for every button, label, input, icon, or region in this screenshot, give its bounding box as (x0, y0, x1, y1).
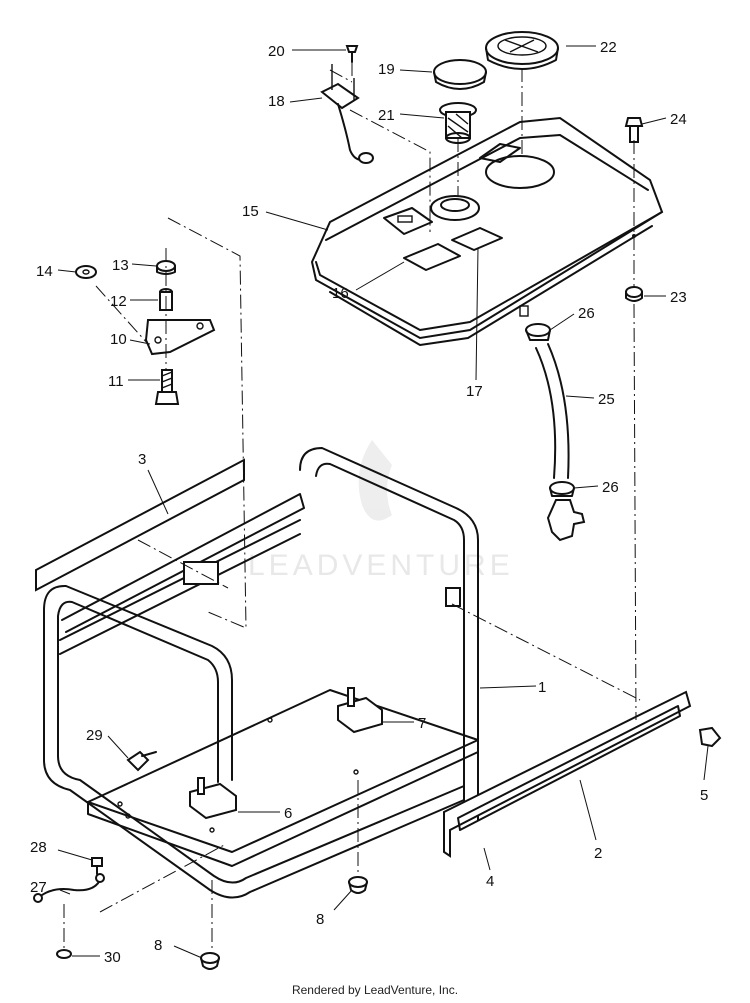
fuel-hose[interactable] (535, 343, 570, 479)
hose-clamp-lower[interactable] (549, 481, 575, 497)
callout-24: 24 (670, 111, 687, 128)
watermark: LEADVENTURE (248, 440, 514, 582)
callout-27: 27 (30, 879, 47, 896)
callout-22: 22 (600, 39, 617, 56)
callout-21: 21 (378, 107, 395, 124)
fuel-gauge[interactable] (485, 31, 559, 70)
callout-8a: 8 (316, 911, 324, 928)
callout-16: 16 (332, 285, 349, 302)
ground-wire-27[interactable] (33, 873, 105, 903)
fuel-tank[interactable] (310, 116, 664, 346)
fuel-cock[interactable] (546, 499, 586, 542)
callout-17: 17 (466, 383, 483, 400)
callout-2: 2 (594, 845, 602, 862)
washer-14[interactable] (75, 265, 97, 279)
callout-18: 18 (268, 93, 285, 110)
callout-30: 30 (104, 949, 121, 966)
callout-8b: 8 (154, 937, 162, 954)
frame[interactable] (43, 447, 479, 899)
callout-25: 25 (598, 391, 615, 408)
callout-13: 13 (112, 257, 129, 274)
screw-20[interactable] (345, 45, 359, 63)
callout-1: 1 (538, 679, 546, 696)
callout-12: 12 (110, 293, 127, 310)
footer-credit: Rendered by LeadVenture, Inc. (291, 983, 459, 997)
callout-15: 15 (242, 203, 259, 220)
insulator-3[interactable] (35, 458, 245, 592)
callout-29: 29 (86, 727, 103, 744)
rubber-foot-8a[interactable] (348, 876, 368, 894)
callout-4: 4 (486, 873, 494, 890)
callout-10: 10 (110, 331, 127, 348)
callout-5: 5 (700, 787, 708, 804)
watermark-text: LEADVENTURE (248, 549, 514, 582)
assembly-lines (63, 62, 641, 950)
callout-6: 6 (284, 805, 292, 822)
bolt-29[interactable] (126, 750, 157, 772)
side-rail-4[interactable] (443, 690, 692, 858)
callout-3: 3 (138, 451, 146, 468)
callout-26a: 26 (578, 305, 595, 322)
callout-labels: 1 2 3 4 5 6 7 8 8 10 11 12 13 14 15 16 1… (30, 39, 708, 966)
callout-23: 23 (670, 289, 687, 306)
callout-28: 28 (30, 839, 47, 856)
fuel-switch[interactable] (320, 64, 374, 164)
fuel-strainer[interactable] (439, 102, 477, 144)
leader-lines (57, 45, 709, 959)
bolt-28[interactable] (91, 857, 103, 875)
bolt-5[interactable] (698, 726, 722, 748)
callout-14: 14 (36, 263, 53, 280)
engine-mount-6[interactable] (189, 777, 237, 820)
callout-26b: 26 (602, 479, 619, 496)
nut-30[interactable] (56, 949, 72, 959)
callout-11: 11 (108, 373, 124, 390)
bracket-10[interactable] (144, 319, 216, 356)
rubber-foot-8b[interactable] (200, 952, 220, 970)
callout-19: 19 (378, 61, 395, 78)
callout-7: 7 (418, 715, 426, 732)
bolt-11[interactable] (154, 369, 180, 405)
engine-mount-7[interactable] (337, 687, 383, 734)
grommet-23[interactable] (625, 286, 643, 302)
callout-20: 20 (268, 43, 285, 60)
bolt-24[interactable] (624, 117, 644, 143)
hose-clamp-upper[interactable] (525, 323, 551, 341)
fuel-cap[interactable] (433, 59, 487, 90)
